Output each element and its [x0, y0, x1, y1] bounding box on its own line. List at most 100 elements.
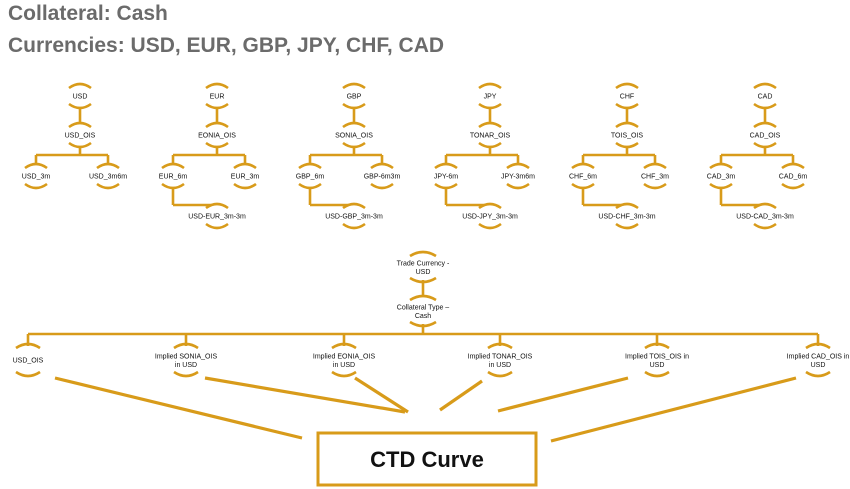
node-label: Trade Currency -	[397, 260, 450, 267]
node-bottom-arc	[370, 182, 394, 190]
ctd-curve-border	[316, 431, 538, 487]
node-bottom-arc	[615, 141, 639, 149]
forward-curve-node: USD_3m6m	[89, 162, 127, 190]
node-label: Implied TONAR_OIS	[468, 353, 533, 360]
ctd-feed-line	[354, 376, 409, 414]
currency-node: JPY	[478, 82, 502, 110]
node-bottom-arc	[205, 102, 229, 110]
node-top-arc	[753, 82, 777, 90]
node-label: JPY	[484, 94, 497, 101]
node-label: in USD	[489, 362, 511, 369]
ctd-feed-line	[439, 379, 483, 412]
node-label: USD_3m	[22, 174, 51, 181]
node-label: CHF_6m	[569, 174, 597, 181]
node-label: JPY-3m6m	[501, 174, 535, 181]
node-top-arc	[434, 162, 458, 170]
node-top-arc	[709, 162, 733, 170]
node-label: JPY-6m	[434, 174, 458, 181]
node-bottom-arc	[68, 102, 92, 110]
node-bottom-arc	[478, 102, 502, 110]
node-label: in USD	[333, 362, 355, 369]
currency-node: CAD	[753, 82, 777, 110]
forward-curve-node: GBP_6m	[296, 162, 325, 190]
node-top-arc	[173, 342, 199, 350]
node-bottom-arc	[233, 182, 257, 190]
forward-curve-node: JPY-3m6m	[501, 162, 535, 190]
node-label: USD-EUR_3m-3m	[188, 214, 246, 221]
ois-curve-node: CAD_OIS	[750, 121, 781, 149]
node-label: Implied CAD_OIS in	[787, 353, 850, 360]
node-label: EUR_6m	[159, 174, 188, 181]
node-bottom-arc	[68, 141, 92, 149]
node-label: SONIA_OIS	[335, 133, 373, 140]
ctd-feed-line	[54, 376, 303, 440]
node-top-arc	[409, 294, 437, 302]
node-bottom-arc	[644, 370, 670, 378]
forward-curve-node: CHF_3m	[641, 162, 669, 190]
forward-curve-node: USD_3m	[22, 162, 51, 190]
node-bottom-arc	[487, 370, 513, 378]
node-label: CHF_3m	[641, 174, 669, 181]
node-bottom-arc	[781, 182, 805, 190]
node-bottom-arc	[409, 276, 437, 284]
node-label: Implied TOIS_OIS in	[625, 353, 689, 360]
node-top-arc	[571, 162, 595, 170]
ctd-feed-line	[497, 376, 629, 413]
node-bottom-arc	[342, 102, 366, 110]
forward-curve-node: JPY-6m	[434, 162, 458, 190]
node-label: USD	[811, 362, 826, 369]
node-label: GBP_6m	[296, 174, 325, 181]
node-label: EONIA_OIS	[198, 133, 236, 140]
ctd-feed-line	[204, 376, 406, 414]
node-top-arc	[506, 162, 530, 170]
node-label: Cash	[415, 313, 431, 320]
node-label: Implied SONIA_OIS	[155, 353, 218, 360]
forward-curve-node: CAD_3m	[707, 162, 735, 190]
node-label: USD_OIS	[65, 133, 96, 140]
node-top-arc	[753, 202, 777, 210]
node-top-arc	[298, 162, 322, 170]
forward-curve-node: CAD_6m	[779, 162, 807, 190]
ctd-curve-box: CTD Curve	[316, 431, 538, 487]
basis-curve-node: USD-CAD_3m-3m	[736, 202, 794, 230]
node-top-arc	[342, 121, 366, 129]
node-label: USD	[416, 269, 431, 276]
node-bottom-arc	[96, 182, 120, 190]
ois-curve-node: EONIA_OIS	[198, 121, 236, 149]
forward-curve-node: EUR_3m	[231, 162, 259, 190]
ctd-feed-line	[550, 376, 797, 443]
node-label: TOIS_OIS	[611, 133, 643, 140]
implied-cad-ois-node: Implied CAD_OIS in USD	[787, 342, 850, 378]
forward-curve-node: EUR_6m	[159, 162, 188, 190]
node-top-arc	[643, 162, 667, 170]
node-bottom-arc	[478, 222, 502, 230]
currency-node: GBP	[342, 82, 366, 110]
node-label: USD-CHF_3m-3m	[598, 214, 655, 221]
ois-curve-node: SONIA_OIS	[335, 121, 373, 149]
ctd-curve-label: CTD Curve	[370, 447, 484, 472]
node-bottom-arc	[753, 141, 777, 149]
usd-ois-node: USD_OIS	[13, 342, 44, 378]
node-top-arc	[478, 202, 502, 210]
node-top-arc	[409, 250, 437, 258]
node-top-arc	[205, 121, 229, 129]
collateral-type-node: Collateral Type –Cash	[397, 294, 449, 328]
node-top-arc	[233, 162, 257, 170]
node-label: GBP-6m3m	[364, 174, 401, 181]
node-bottom-arc	[409, 320, 437, 328]
node-bottom-arc	[342, 141, 366, 149]
node-top-arc	[805, 342, 831, 350]
node-bottom-arc	[173, 370, 199, 378]
node-label: USD	[73, 94, 88, 101]
node-top-arc	[615, 82, 639, 90]
node-label: EUR	[210, 94, 225, 101]
node-bottom-arc	[342, 222, 366, 230]
node-top-arc	[68, 82, 92, 90]
node-top-arc	[615, 121, 639, 129]
node-label: in USD	[175, 362, 197, 369]
forward-curve-node: CHF_6m	[569, 162, 597, 190]
